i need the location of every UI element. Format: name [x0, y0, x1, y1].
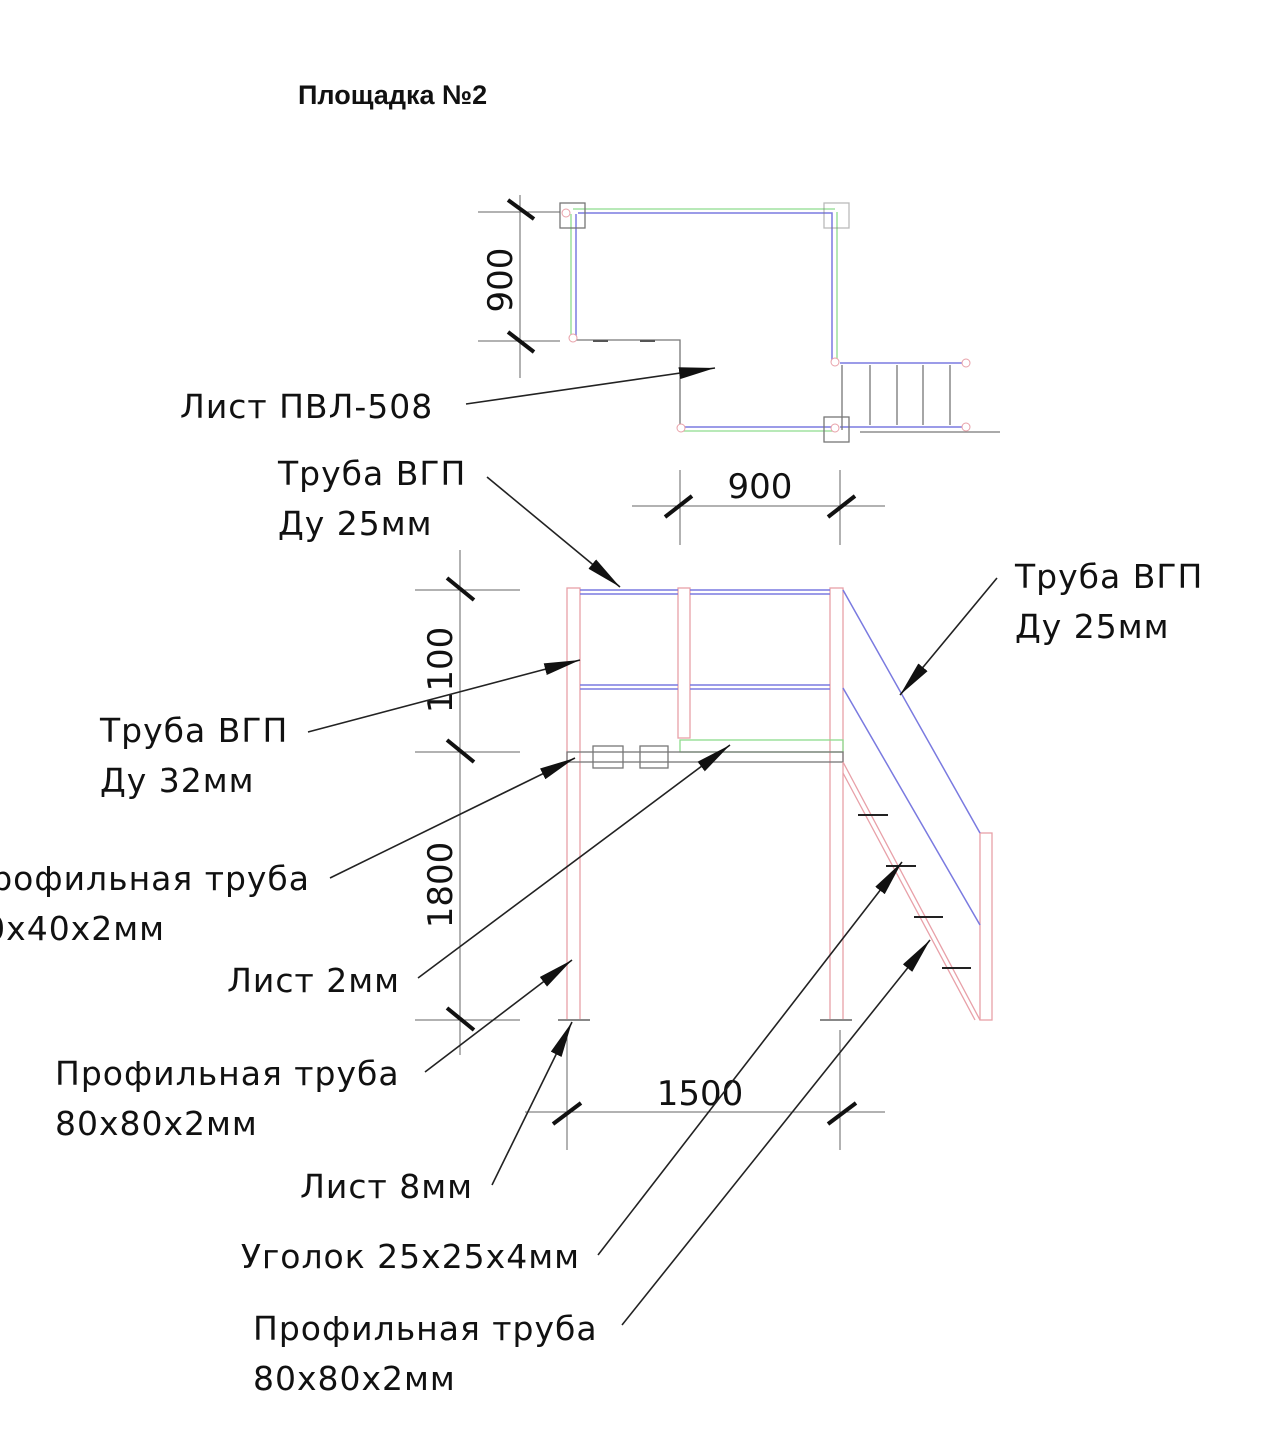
- callout-line1: Профильная труба: [253, 1309, 598, 1348]
- callout-line2: 80x80x2мм: [253, 1359, 456, 1398]
- posts: [558, 587, 993, 1021]
- label-sheet-pvl: Лист ПВЛ-508: [180, 387, 433, 426]
- plan-stairs: [840, 362, 1000, 433]
- dimension-length-label: 1500: [657, 1074, 744, 1114]
- callout-top-rail: Труба ВГП Ду 25мм: [277, 454, 621, 588]
- callout-mid-rail: Труба ВГП Ду 32мм: [99, 659, 581, 800]
- plan-post-markers: [559, 202, 971, 443]
- elevation-view: 1100 1800 1500: [415, 550, 993, 1150]
- plan-view: 900 900 Лист ПВЛ-508: [180, 195, 1000, 545]
- callout-line1: Труба ВГП: [1014, 557, 1203, 596]
- dimension-width-label: 900: [728, 467, 793, 507]
- dimension-deck-height-label: 1800: [421, 842, 461, 929]
- callout-sheet-8mm: Лист 8мм: [300, 1021, 573, 1206]
- callout-line1: Профильная труба: [55, 1054, 400, 1093]
- callout-line2: Ду 25мм: [278, 504, 433, 543]
- dimension-depth-label: 900: [481, 248, 521, 313]
- callout-line2: Ду 32мм: [100, 761, 255, 800]
- callout-line2: Ду 25мм: [1015, 607, 1170, 646]
- callout-line1: Профильная труба: [0, 859, 310, 898]
- drawing-title: Площадка №2: [298, 80, 487, 110]
- leader-sheet-pvl: [465, 367, 716, 405]
- callout-line2: 80x80x2мм: [55, 1104, 258, 1143]
- callout-stair-handrail: Труба ВГП Ду 25мм: [899, 557, 1203, 696]
- plan-width-dimension: 900: [632, 467, 885, 545]
- callout-profile-40: Профильная труба 40x40x2мм: [0, 757, 576, 948]
- callout-profile-80-post: Профильная труба 80x80x2мм: [55, 959, 573, 1143]
- length-dimension: 1500: [525, 1030, 885, 1150]
- callout-line1: Уголок 25x25x4мм: [241, 1237, 580, 1276]
- plan-outline: [570, 208, 838, 432]
- callout-sheet-2mm: Лист 2мм: [227, 744, 731, 1000]
- stair-stringer: [842, 761, 981, 1021]
- railings: [580, 589, 981, 926]
- height-dimensions: 1100 1800: [415, 550, 520, 1055]
- dimension-railing-height-label: 1100: [421, 627, 461, 714]
- callout-line1: Труба ВГП: [99, 711, 288, 750]
- callout-profile-80-stringer: Профильная труба 80x80x2мм: [253, 939, 931, 1398]
- callout-angle: Уголок 25x25x4мм: [241, 861, 903, 1276]
- callout-line1: Труба ВГП: [277, 454, 466, 493]
- callout-line1: Лист 8мм: [300, 1167, 473, 1206]
- plan-depth-dimension: 900: [478, 195, 560, 378]
- callout-line1: Лист 2мм: [227, 961, 400, 1000]
- callout-line2: 40x40x2мм: [0, 909, 165, 948]
